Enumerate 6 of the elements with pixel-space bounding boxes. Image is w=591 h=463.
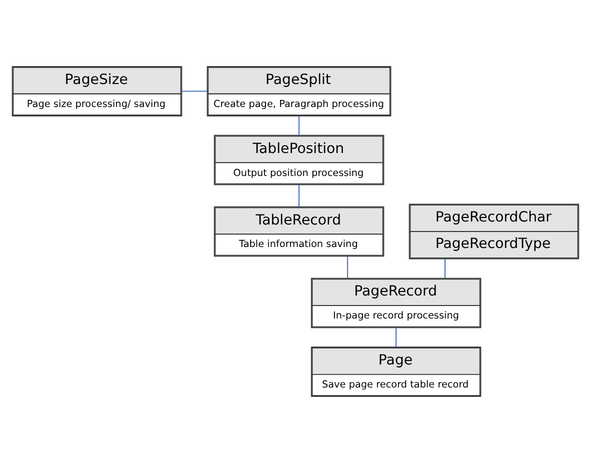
- connector: [182, 90, 207, 92]
- connector: [444, 258, 446, 278]
- connector: [347, 256, 348, 278]
- connector: [298, 116, 300, 136]
- connector: [298, 185, 300, 207]
- connector: [396, 328, 397, 347]
